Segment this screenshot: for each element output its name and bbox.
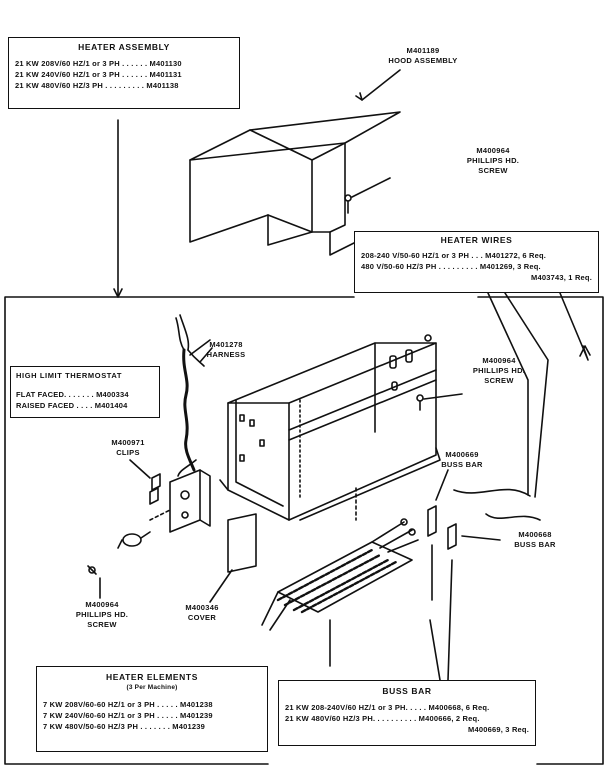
heater-assembly-row: 21 KW 208V/60 HZ/1 or 3 PH . . . . . . M…	[15, 59, 182, 68]
heater-elements-subtitle: (3 Per Machine)	[126, 684, 178, 691]
part-number: M400964	[85, 600, 119, 609]
buss-bar-table-title: BUSS BAR	[382, 686, 432, 696]
buss-bar-table-row: M400669, 3 Req.	[468, 725, 529, 734]
heater-elements-row: 7 KW 480V/50-60 HZ/3 PH . . . . . . . M4…	[43, 722, 205, 731]
heater-wires-icon	[453, 488, 541, 521]
hood-assembly	[189, 111, 401, 256]
part-name: BUSS BAR	[441, 460, 483, 469]
heater-elements-box: HEATER ELEMENTS (3 Per Machine) 7 KW 208…	[36, 666, 268, 752]
heater-assembly-box: HEATER ASSEMBLY 21 KW 208V/60 HZ/1 or 3 …	[8, 37, 240, 109]
part-number: M401278	[209, 340, 243, 349]
phillips-screw-top-label: M400964 PHILLIPS HD. SCREW	[448, 146, 538, 176]
part-name: COVER	[187, 613, 217, 622]
cover-icon	[227, 513, 257, 573]
part-number: M400964	[482, 356, 516, 365]
part-name: SCREW	[87, 620, 117, 629]
hood-assembly-name: HOOD ASSEMBLY	[388, 56, 458, 65]
high-limit-thermostat-box: HIGH LIMIT THERMOSTAT FLAT FACED. . . . …	[10, 366, 160, 418]
harness-icon	[175, 314, 211, 477]
heater-wires-row: 480 V/50-60 HZ/3 PH . . . . . . . . . M4…	[361, 262, 541, 271]
part-name: SCREW	[484, 376, 514, 385]
part-name: HARNESS	[206, 350, 246, 359]
phillips-screw-left-icon	[87, 565, 97, 575]
buss-bar-table-row: 21 KW 208-240V/60 HZ/1 or 3 PH. . . . . …	[285, 703, 490, 712]
heater-assembly-title: HEATER ASSEMBLY	[78, 42, 170, 52]
heater-elements-icon	[261, 518, 419, 631]
heater-assembly-row: 21 KW 480V/60 HZ/3 PH . . . . . . . . . …	[15, 81, 179, 90]
buss-bar-table-box: BUSS BAR 21 KW 208-240V/60 HZ/1 or 3 PH.…	[278, 680, 536, 746]
heater-assembly-row: 21 KW 240V/60 HZ/1 or 3 PH . . . . . . M…	[15, 70, 182, 79]
buss-bar-a-label: M400669 BUSS BAR	[432, 450, 492, 470]
phillips-screw-low-label: M400964 PHILLIPS HD. SCREW	[62, 600, 142, 630]
buss-bar-left-icon	[427, 505, 437, 537]
heater-elements-title: HEATER ELEMENTS	[106, 672, 198, 682]
thermostat-row: FLAT FACED. . . . . . . M400334	[16, 390, 129, 399]
part-name: CLIPS	[116, 448, 140, 457]
heater-wires-box: HEATER WIRES 208-240 V/50-60 HZ/1 or 3 P…	[354, 231, 599, 293]
heater-wires-row: 208-240 V/50-60 HZ/1 or 3 PH . . . M4012…	[361, 251, 547, 260]
part-number: M400964	[476, 146, 510, 155]
part-name: PHILLIPS HD.	[466, 156, 520, 165]
heater-wires-title: HEATER WIRES	[440, 235, 513, 245]
thermostat-bracket	[169, 469, 211, 533]
part-name: SCREW	[478, 166, 508, 175]
cover-label: M400346 COVER	[172, 603, 232, 623]
phillips-screw-top-icon	[344, 194, 352, 214]
thermostat-title: HIGH LIMIT THERMOSTAT	[16, 371, 123, 380]
part-name: PHILLIPS HD.	[472, 366, 526, 375]
buss-bar-right-icon	[447, 523, 457, 550]
clips-label: M400971 CLIPS	[98, 438, 158, 458]
part-number: M400971	[111, 438, 145, 447]
phillips-screw-mid-label: M400964 PHILLIPS HD. SCREW	[454, 356, 544, 386]
assembly-frame	[4, 296, 604, 765]
harness-label: M401278 HARNESS	[196, 340, 256, 360]
thermostat-icon	[117, 531, 151, 549]
heater-elements-row: 7 KW 240V/60-60 HZ/1 or 3 PH . . . . . M…	[43, 711, 213, 720]
buss-bar-table-row: 21 KW 480V/60 HZ/3 PH. . . . . . . . . .…	[285, 714, 480, 723]
part-name: BUSS BAR	[514, 540, 556, 549]
heater-box	[219, 342, 441, 521]
part-number: M400346	[185, 603, 219, 612]
buss-bar-b-label: M400668 BUSS BAR	[500, 530, 570, 550]
part-name: PHILLIPS HD.	[75, 610, 129, 619]
thermostat-row: RAISED FACED . . . . M401404	[16, 401, 128, 410]
heater-elements-row: 7 KW 208V/60-60 HZ/1 or 3 PH . . . . . M…	[43, 700, 213, 709]
hood-assembly-label: M401189 HOOD ASSEMBLY	[378, 46, 468, 66]
part-number: M400669	[445, 450, 479, 459]
clips-icon	[149, 473, 161, 505]
phillips-screw-box-icon	[416, 334, 432, 411]
heater-wires-row: M403743, 1 Req.	[531, 273, 592, 282]
hood-assembly-part: M401189	[406, 46, 440, 55]
part-number: M400668	[518, 530, 552, 539]
